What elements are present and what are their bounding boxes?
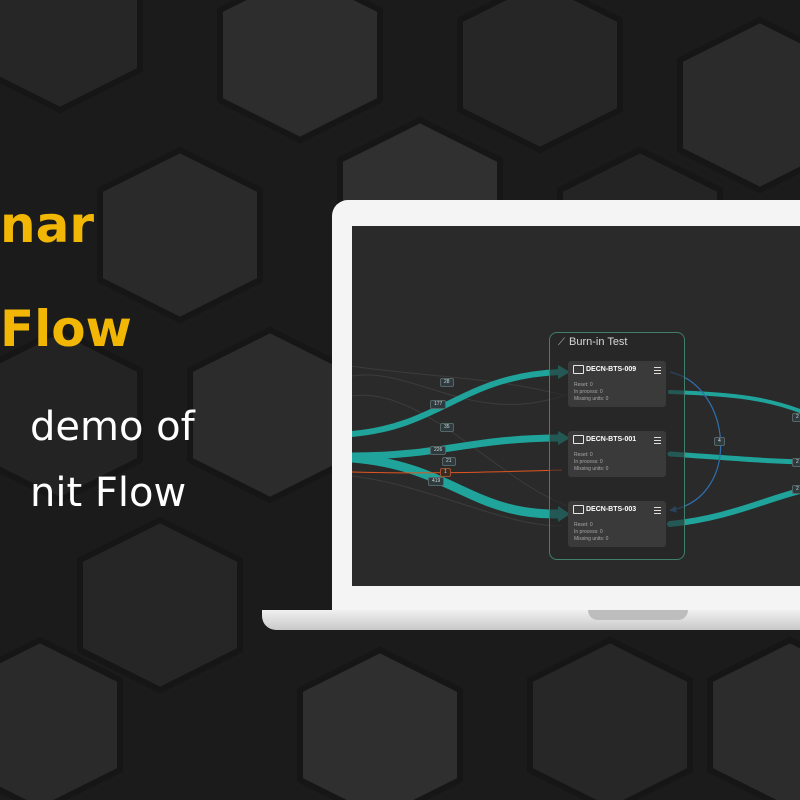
missing-units-count: Missing units: 0 <box>574 536 609 542</box>
hamburger-menu-icon[interactable] <box>654 437 661 444</box>
monitor-icon <box>573 505 584 514</box>
red-flow <box>352 469 563 474</box>
edge-label-10: 2 <box>792 458 800 467</box>
teal-out-3 <box>667 487 800 527</box>
faint-flow-3 <box>352 475 563 527</box>
group-title: Burn-in Test <box>569 336 628 348</box>
station-name: DECN-BTS-009 <box>586 366 637 373</box>
edge-label-7: 419 <box>428 477 445 486</box>
in-process-count: In process: 0 <box>574 459 603 465</box>
hamburger-menu-icon[interactable] <box>654 367 661 374</box>
subtitle-line-2: nit Flow <box>30 470 187 516</box>
group-header: ⟋ Burn-in Test <box>558 336 628 348</box>
reset-count: Reset: 0 <box>574 452 593 458</box>
headline-line-2: Flow <box>0 300 132 358</box>
faint-flow-2 <box>352 394 568 507</box>
reset-count: Reset: 0 <box>574 382 593 388</box>
hamburger-menu-icon[interactable] <box>654 507 661 514</box>
laptop-notch <box>588 610 688 620</box>
headline-line-1: nar <box>0 196 94 254</box>
edge-label-3: 35 <box>440 423 454 432</box>
faint-flow-4 <box>352 365 568 397</box>
station-node-001[interactable]: DECN-BTS-001 Reset: 0 In process: 0 Miss… <box>568 431 666 477</box>
station-name: DECN-BTS-001 <box>586 436 637 443</box>
in-process-count: In process: 0 <box>574 529 603 535</box>
unit-flow-graph <box>352 365 800 527</box>
teal-out-1 <box>668 390 800 414</box>
edge-label-6: 1 <box>440 468 451 477</box>
faint-flow-1 <box>352 374 563 405</box>
station-node-003[interactable]: DECN-BTS-003 Reset: 0 In process: 0 Miss… <box>568 501 666 547</box>
edge-label-9: 2 <box>792 413 800 422</box>
edge-label-1: 28 <box>440 378 454 387</box>
subtitle-line-1: demo of <box>30 404 195 450</box>
teal-flow-2 <box>352 434 564 460</box>
station-node-009[interactable]: DECN-BTS-009 Reset: 0 In process: 0 Miss… <box>568 361 666 407</box>
missing-units-count: Missing units: 0 <box>574 396 609 402</box>
in-process-count: In process: 0 <box>574 389 603 395</box>
teal-flow-3 <box>352 453 565 519</box>
trend-line-icon: ⟋ <box>558 337 565 348</box>
edge-label-2: 177 <box>430 400 447 409</box>
missing-units-count: Missing units: 0 <box>574 466 609 472</box>
laptop-base <box>262 610 800 630</box>
laptop-screen: 28 177 35 226 21 1 419 4 2 2 2 ⟋ Burn-in … <box>352 226 800 586</box>
edge-label-4: 226 <box>430 446 447 455</box>
teal-flow-1 <box>352 369 563 437</box>
reset-count: Reset: 0 <box>574 522 593 528</box>
teal-out-2 <box>667 451 800 465</box>
edge-label-5: 21 <box>442 457 456 466</box>
edge-label-8: 4 <box>714 437 725 446</box>
station-name: DECN-BTS-003 <box>586 506 637 513</box>
monitor-icon <box>573 365 584 374</box>
burn-in-test-group[interactable]: ⟋ Burn-in Test DECN-BTS-009 Reset: 0 In p… <box>549 332 685 560</box>
monitor-icon <box>573 435 584 444</box>
edge-label-11: 2 <box>792 485 800 494</box>
